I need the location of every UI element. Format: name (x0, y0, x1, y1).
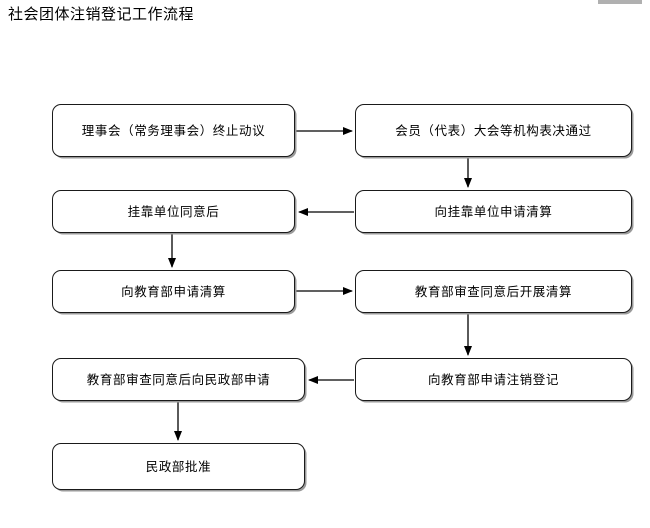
flow-node-label: 理事会（常务理事会）终止动议 (81, 122, 266, 138)
flow-node-moe-review-start-liquidation[interactable]: 教育部审查同意后开展清算 (355, 270, 632, 313)
flow-node-affiliated-unit-approval[interactable]: 挂靠单位同意后 (52, 190, 295, 233)
flow-node-label: 民政部批准 (145, 458, 212, 474)
flow-node-apply-deregistration-moe[interactable]: 向教育部申请注销登记 (355, 358, 632, 401)
top-scrollbar-artifact (598, 0, 642, 4)
flow-node-label: 向教育部申请注销登记 (427, 371, 559, 387)
flow-node-mca-approval[interactable]: 民政部批准 (52, 443, 305, 490)
flow-node-apply-liquidation-moe[interactable]: 向教育部申请清算 (52, 270, 295, 313)
flow-node-label: 教育部审查同意后向民政部申请 (86, 371, 271, 387)
flow-node-board-termination-motion[interactable]: 理事会（常务理事会）终止动议 (52, 104, 295, 157)
flow-node-moe-approve-apply-mca[interactable]: 教育部审查同意后向民政部申请 (52, 358, 305, 401)
flow-node-label: 向挂靠单位申请清算 (434, 203, 553, 219)
flow-node-label: 挂靠单位同意后 (127, 203, 220, 219)
flow-node-label: 向教育部申请清算 (121, 283, 226, 299)
flow-node-apply-liquidation-affiliated-unit[interactable]: 向挂靠单位申请清算 (355, 190, 632, 233)
flow-node-label: 会员（代表）大会等机构表决通过 (395, 122, 592, 138)
page-title: 社会团体注销登记工作流程 (8, 5, 195, 23)
flow-node-label: 教育部审查同意后开展清算 (414, 283, 573, 299)
flow-node-member-assembly-vote[interactable]: 会员（代表）大会等机构表决通过 (355, 104, 632, 157)
